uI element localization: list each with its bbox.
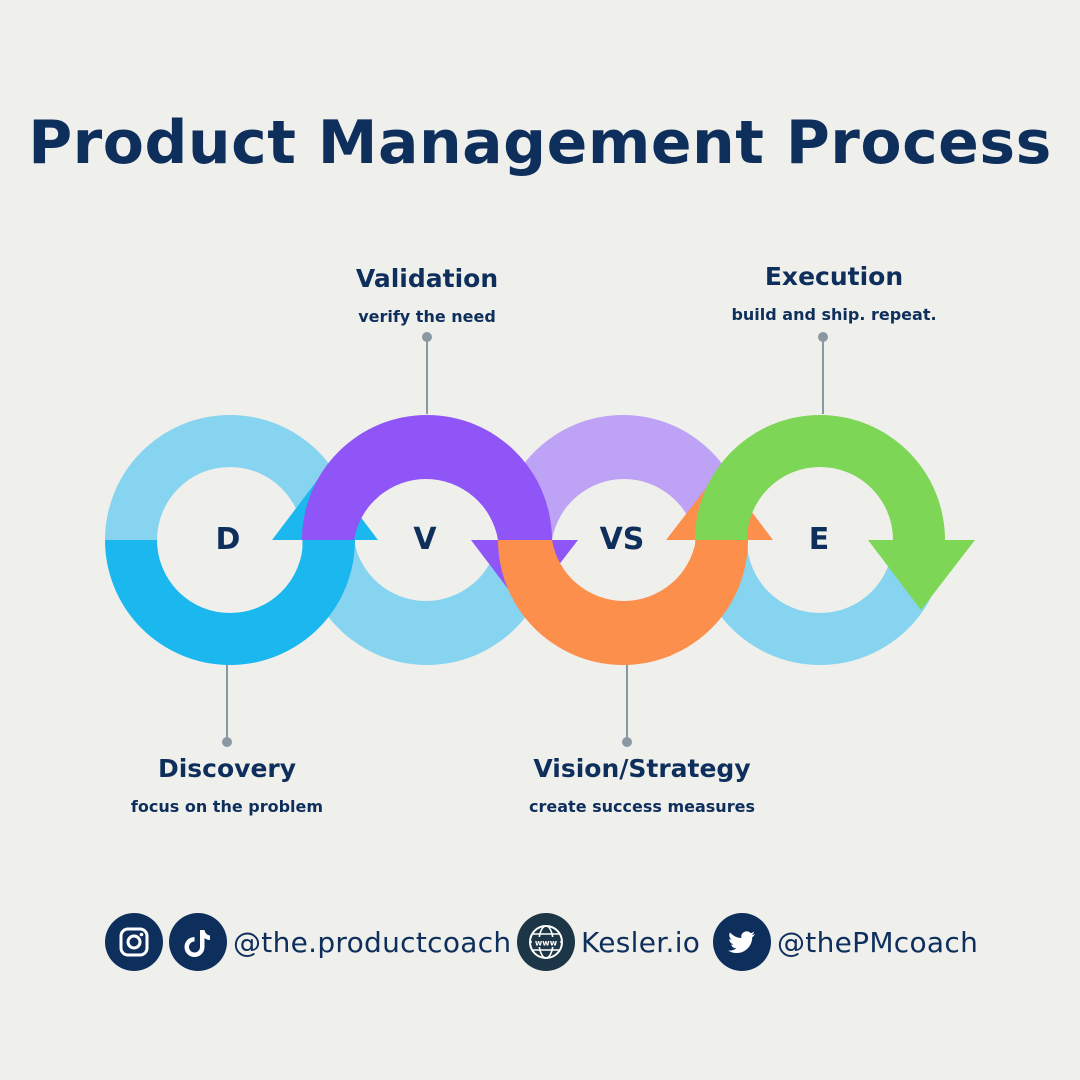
stage-label-validation: Validation verify the need [267, 264, 587, 326]
validation-ring-bottom [302, 540, 552, 665]
stage-label-vision: Vision/Strategy create success measures [482, 754, 802, 816]
execution-arrow [868, 540, 975, 610]
connector-dot-execution [818, 332, 828, 342]
page-title: Product Management Process [28, 108, 1052, 178]
instagram-icon[interactable] [105, 913, 163, 971]
stage-name: Execution [764, 262, 904, 291]
connector-dot-discovery [222, 737, 232, 747]
connector-lines [222, 332, 828, 747]
vision-arc [498, 540, 748, 665]
stage-letter-execution: E [808, 522, 830, 557]
stage-letter-vision: VS [599, 522, 645, 557]
stage-name: Discovery [157, 754, 297, 783]
discovery-ring-top [105, 415, 355, 540]
social-instagram-tiktok: @the.productcoach [105, 912, 511, 972]
validation-arc [302, 415, 552, 540]
connector-dot-validation [422, 332, 432, 342]
execution-ring-bottom [695, 540, 945, 665]
tiktok-icon[interactable] [169, 913, 227, 971]
website-link[interactable]: Kesler.io [581, 925, 701, 959]
stage-name: Vision/Strategy [533, 754, 751, 783]
stage-letter-validation: V [413, 522, 437, 557]
connector-dot-vision [622, 737, 632, 747]
execution-arc [695, 415, 945, 540]
stage-label-execution: Execution build and ship. repeat. [674, 262, 994, 324]
social-website: www Kesler.io [517, 912, 700, 972]
stage-description: verify the need [358, 307, 496, 326]
twitter-handle[interactable]: @thePMcoach [777, 925, 979, 959]
discovery-arc [105, 540, 355, 665]
stage-letter-discovery: D [215, 522, 241, 557]
twitter-icon[interactable] [713, 913, 771, 971]
tiktok-handle[interactable]: @the.productcoach [233, 925, 512, 959]
stage-label-discovery: Discovery focus on the problem [67, 754, 387, 816]
vision-ring-top [498, 415, 748, 540]
svg-text:www: www [535, 939, 558, 948]
stage-description: focus on the problem [130, 797, 324, 816]
social-twitter: @thePMcoach [713, 912, 978, 972]
stage-name: Validation [355, 264, 499, 293]
globe-icon[interactable]: www [517, 913, 575, 971]
stage-description: build and ship. repeat. [731, 305, 937, 324]
stage-description: create success measures [529, 797, 755, 816]
